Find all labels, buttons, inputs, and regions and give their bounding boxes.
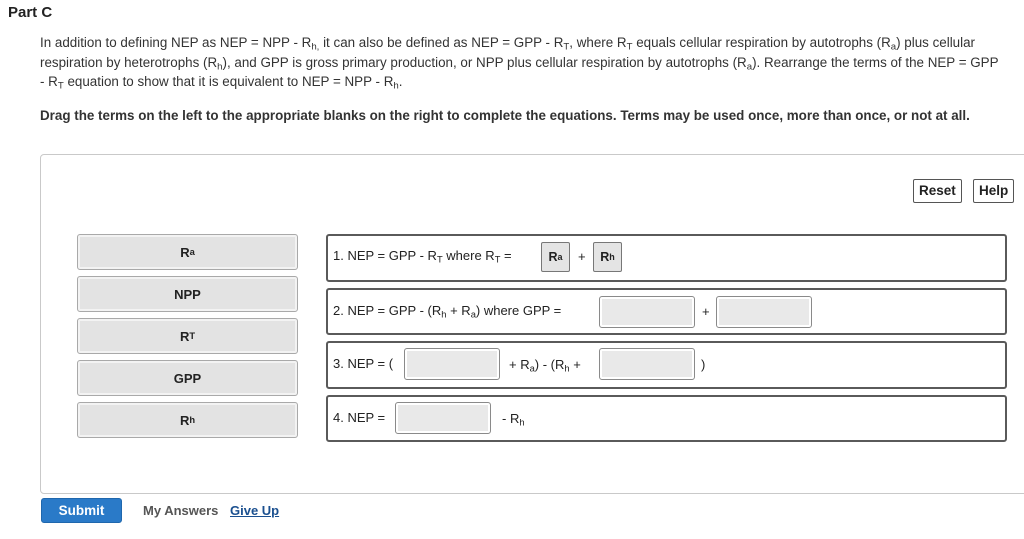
equation-3-close-paren: ) — [701, 357, 706, 372]
give-up-link[interactable]: Give Up — [230, 503, 280, 518]
equation-2-text: 2. NEP = GPP - (Rh + Ra) where GPP = — [333, 303, 562, 320]
equation-2-blank-1[interactable] — [599, 296, 695, 328]
equation-1-text: 1. NEP = GPP - RT where RT = — [333, 248, 512, 265]
instructions: Drag the terms on the left to the approp… — [40, 108, 970, 123]
reset-button[interactable]: Reset — [913, 179, 962, 203]
equation-1-plus: + — [578, 249, 586, 264]
my-answers-label: My Answers — [143, 503, 219, 518]
equation-3-blank-2[interactable] — [599, 348, 695, 380]
equation-2-plus: + — [702, 304, 710, 319]
term-tile-gpp[interactable]: GPP — [77, 360, 298, 396]
help-button[interactable]: Help — [973, 179, 1015, 203]
question-intro: In addition to defining NEP as NEP = NPP… — [40, 35, 999, 92]
submit-button[interactable]: Submit — [41, 498, 122, 523]
equation-4-text: 4. NEP = — [333, 410, 386, 425]
term-tile-npp[interactable]: NPP — [77, 276, 298, 312]
equation-3-middle-text: + Ra) - (Rh + — [509, 357, 581, 374]
equation-4-blank-1[interactable] — [395, 402, 491, 434]
equation-2-blank-2[interactable] — [716, 296, 812, 328]
equation-4-tail-text: - Rh — [502, 411, 525, 428]
part-title: Part C — [8, 4, 53, 21]
equation-3-text: 3. NEP = ( — [333, 356, 394, 371]
equation-1-box — [326, 234, 1007, 282]
equation-3-blank-1[interactable] — [404, 348, 500, 380]
